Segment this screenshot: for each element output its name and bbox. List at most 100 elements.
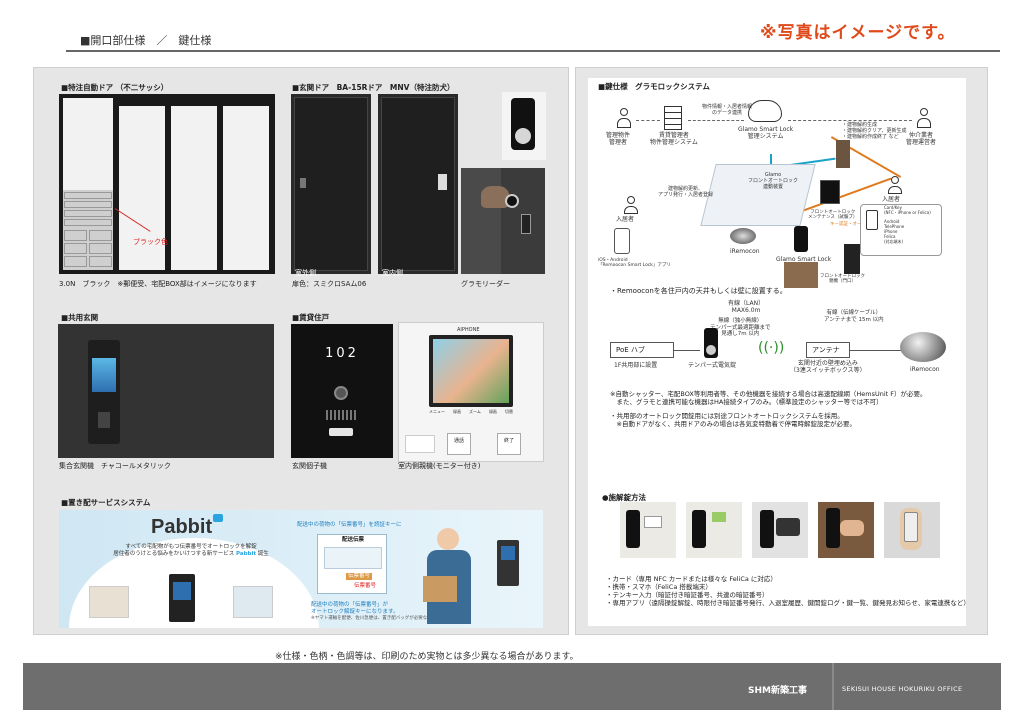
door-outside-photo — [291, 94, 371, 274]
person-icon — [616, 108, 632, 128]
unlock-photo-tenkey — [752, 502, 808, 558]
remocon-caption: iRemocon — [910, 366, 940, 373]
wiring-diagram: 有線（LAN） MAX6.0m 無線（独小無線） テンパー式最適距離まで 見通し… — [610, 300, 958, 380]
door-photo — [784, 262, 818, 288]
remocon-device-icon — [900, 332, 946, 362]
door-outside-caption: 室外側 — [295, 269, 316, 277]
delivery-intro-line2: 居住者のうけとる悩みをかいけつする新サービス Pabbit 誕生 — [91, 551, 291, 558]
diagram-label-smartlock: Glamo Smart Lock — [776, 256, 832, 263]
person-icon — [624, 196, 638, 214]
monitor-tab: メニュー — [429, 409, 445, 414]
courier-figure — [419, 524, 479, 624]
slip-field: 伝票番号 — [354, 583, 377, 589]
footer-brand-right: SEKISUI HOUSE HOKURIKU OFFICE — [842, 685, 963, 693]
left-panel: ■特注自動ドア （不二サッシ） ブラック色 3.0N ブラック ※郵便受、宅配B… — [33, 67, 569, 635]
header-rule — [66, 50, 1000, 52]
phone-icon — [614, 228, 630, 254]
monitor-tab: ズーム — [469, 409, 481, 414]
diagram-label-cloud: Glamo Smart Lock 管理システム — [738, 126, 794, 141]
antenna-caption: 玄関付近の壁埋め込み （3連スイッチボックス等） — [790, 360, 866, 375]
unlock-method: ・専用アプリ（遠隔操錠解錠、時限付き暗証番号発行、入退室履歴、鍵開錠ログ・鍵一覧… — [606, 599, 970, 608]
diagram-label-remocon: iRemocon — [730, 248, 760, 255]
image-notice: ※写真はイメージです。 — [760, 23, 956, 43]
system-diagram: 管理物件 管理者 賃貸管理者 物件管理システム 物件情報・入居者情報 のデータ連… — [598, 94, 958, 288]
slip-field: 伝票番号 — [346, 573, 373, 580]
black-color-annotation: ブラック色 — [133, 238, 168, 246]
intercom-panel-photo — [58, 324, 274, 458]
door-station-caption: 玄関個子機 — [292, 462, 327, 470]
entrance-door-heading: ■玄関ドア BA-15Rドア MNⅤ（特注防犬） — [292, 83, 455, 92]
delivery-callout-bottom-line: 配送中の荷物の「伝票番号」が — [311, 602, 389, 608]
delivery-intro-line2-post: 誕生 — [255, 550, 269, 557]
wireless-signal-icon: ((·)) — [758, 340, 785, 356]
spec-note-line: また、グラモと連携可能な機器はHA接続タイプのみ。（標準設定のシャッター等では不… — [610, 398, 883, 407]
diagram-label-phone-app: iOS・Android 「Remoocon Smart Lock」アプリ — [598, 258, 671, 269]
auto-door-heading: ■特注自動ドア （不二サッシ） — [61, 83, 169, 92]
door-station-photo: 102 — [291, 324, 393, 458]
monitor-button-label: 通話 — [453, 438, 464, 444]
remocon-note: ・Remooconを各住戸内の天井もしくは壁に設置する。 — [610, 287, 787, 295]
intercom-caption: 集合玄関機 チャコールメタリック — [59, 462, 171, 470]
spec-note-line: ※自動シャッター、宅配BOX等利用者等、その他機器を接続する場合は高速配線網（H… — [610, 390, 927, 398]
diagram-label-tenant: 入居者 — [882, 196, 901, 203]
delivery-photo-courier — [233, 586, 273, 618]
diagram-label-mgmt-system: 賃貸管理者 物件管理システム — [650, 132, 698, 147]
camera-icon — [334, 386, 348, 400]
delivery-callout-bottom-line: オートロック解錠キーになります。 — [311, 608, 399, 615]
glamo-lock-photo — [502, 92, 546, 160]
unlock-photos — [620, 502, 950, 562]
diagram-label-methods: Card/Key (NFC・iPhone or Felica) Android … — [884, 205, 931, 244]
diagram-label-front-unit: フロントオートロック 親機（門口） — [820, 274, 865, 285]
auto-door-photo: ブラック色 — [59, 94, 275, 274]
unlock-photo-phone — [686, 502, 742, 558]
monitor-tab: 録画 — [488, 409, 497, 414]
delivery-photo-panel — [169, 574, 195, 622]
poe-hub-label: PoE ハブ — [616, 346, 645, 354]
door-inside-caption: 室内側 — [382, 269, 403, 277]
phone-icon — [866, 210, 878, 230]
smartlock-icon — [794, 226, 808, 252]
delivery-intro: すべての宅配物がもつ伝票番号でオートロックを解錠 居住者のうけとる悩みをかいけつ… — [91, 544, 291, 558]
diagram-label-agent: 仲介業者 管理運営者 — [906, 132, 937, 147]
unlock-photo-card — [620, 502, 676, 558]
poe-hub-box — [610, 342, 674, 358]
pabbit-logo-mark — [213, 514, 223, 522]
methods-box — [860, 204, 942, 256]
delivery-heading: ■置き配サービスシステム — [61, 498, 151, 507]
unlock-photo-hand — [818, 502, 874, 558]
delivery-banner: Pabbit すべての宅配物がもつ伝票番号でオートロックを解錠 居住者のうけとる… — [59, 510, 543, 628]
lock-photo — [836, 140, 850, 168]
monitor-button[interactable]: 終了 — [497, 433, 521, 455]
auto-door-caption: 3.0N ブラック ※郵便受、宅配BOX部はイメージになります — [59, 280, 257, 288]
indoor-monitor-caption: 室内側親機(モニター付き) — [398, 462, 481, 470]
diagram-label-contract: ・建物解約生成 ・建物解約クリア、更新生成 ・建物解約作成終了 など — [842, 122, 907, 140]
monitor-brand: AIPHONE — [457, 327, 480, 333]
diagram-label-admin: 管理物件 管理者 — [606, 132, 631, 147]
monitor-button[interactable]: 通話 — [447, 433, 471, 455]
page-header: ■開口部仕様 ／ 鍵仕様 ※写真はイメージです。 — [0, 0, 1024, 60]
monitor-tab: 録画 — [453, 409, 462, 414]
wiring-signal-label: 有線（伝線ケーブル） アンテナまで 15m 以内 — [824, 310, 884, 323]
indoor-monitor-photo: AIPHONE メニュー 録画 ズーム 録画 切替 通話 終了 — [398, 322, 544, 462]
server-icon — [664, 106, 682, 130]
pabbit-logo: Pabbit — [151, 516, 213, 538]
data-flow-arrow — [636, 120, 660, 121]
unlock-method: ・カード（専用 NFC カードまたは様々な FeliCa に対応） — [606, 575, 777, 583]
antenna-box — [806, 342, 850, 358]
signal-line — [850, 350, 902, 351]
unlock-method: ・テンキー入力（暗証付き暗証番号、共連の暗証番号） — [606, 591, 769, 600]
unlock-methods-list: ・カード（専用 NFC カードまたは様々な FeliCa に対応） ・携帯・スマ… — [606, 575, 970, 608]
tenkey-caption: テンパー式電気錠 — [688, 362, 737, 369]
delivery-intro-logo: Pabbit — [236, 550, 256, 557]
lan-line — [674, 350, 700, 351]
cloud-icon — [748, 100, 782, 122]
person-icon — [916, 108, 932, 128]
spec-note-line: ※自動ドアがなく、共用ドアのみの場合は各気変特動着で停電時解錠設定が必要。 — [610, 420, 856, 429]
spec-note-line: ・共用部のオートロック開錠用には別途フロントオートロックシステムを採用。 — [610, 412, 844, 421]
diagram-label-key-auth: キー認証・オートロック — [830, 222, 880, 227]
right-panel: ■鍵仕様 グラモロックシステム 管理物件 管理者 賃貸管理者 物件管理システム … — [575, 67, 988, 635]
delivery-callout-top: 配送中の荷物の「伝票番号」を読証キーに — [297, 522, 402, 528]
person-icon — [888, 176, 902, 194]
spec-notes: ※自動シャッター、宅配BOX等利用者等、その他機器を接続する場合は高速配線網（H… — [610, 390, 954, 429]
tenkey-lock-icon — [704, 328, 718, 358]
